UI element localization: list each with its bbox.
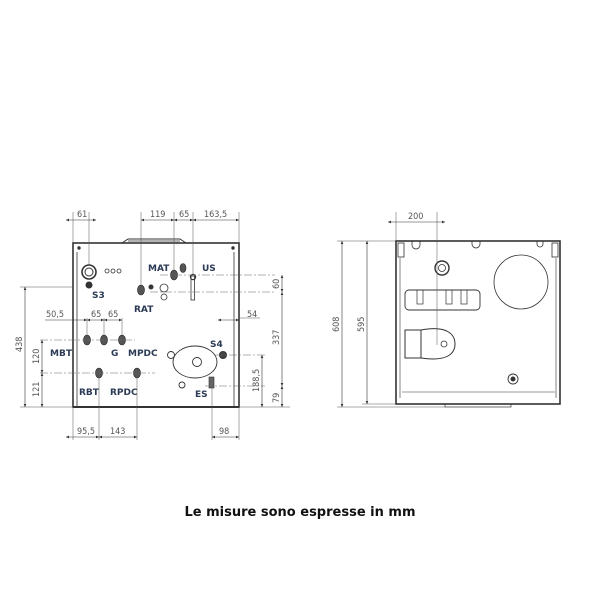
dim-50-5: 50,5 bbox=[46, 310, 64, 320]
label-s4: S4 bbox=[210, 340, 223, 350]
label-us: US bbox=[202, 264, 216, 274]
label-mbt: MBT bbox=[50, 349, 73, 359]
side-large-circle bbox=[493, 254, 549, 310]
label-g: G bbox=[111, 349, 118, 359]
s3-sensor bbox=[85, 281, 93, 289]
side-pump-inlet bbox=[404, 329, 422, 359]
label-mat: MAT bbox=[148, 264, 170, 274]
side-manifold bbox=[404, 289, 481, 311]
dim-121: 121 bbox=[32, 382, 42, 397]
dim-95-5: 95,5 bbox=[77, 427, 95, 437]
dim-98: 98 bbox=[219, 427, 229, 437]
front-view-labels: S3 MAT US RAT MBT G MPDC S4 RBT RPDC ES bbox=[50, 264, 223, 400]
es-fitting bbox=[208, 376, 215, 389]
label-mpdc: MPDC bbox=[128, 349, 158, 359]
label-rpdc: RPDC bbox=[110, 388, 138, 398]
dim-143: 143 bbox=[110, 427, 125, 437]
us-pipe bbox=[190, 275, 195, 301]
dim-163-5: 163,5 bbox=[204, 210, 227, 220]
dim-608: 608 bbox=[332, 317, 342, 332]
dim-54: 54 bbox=[247, 310, 257, 320]
dim-119: 119 bbox=[150, 210, 165, 220]
side-view-dimensions: 200 608 595 bbox=[332, 212, 423, 332]
label-es: ES bbox=[195, 390, 208, 400]
side-view bbox=[337, 212, 561, 408]
dim-200: 200 bbox=[408, 212, 423, 222]
mat-fitting bbox=[170, 263, 187, 281]
label-rat: RAT bbox=[134, 305, 154, 315]
dim-65-a: 65 bbox=[91, 310, 101, 320]
rat-fitting bbox=[137, 284, 145, 296]
front-view bbox=[20, 212, 290, 440]
dim-120: 120 bbox=[32, 349, 42, 364]
dim-65-b: 65 bbox=[108, 310, 118, 320]
dim-188-5: 188,5 bbox=[252, 369, 262, 392]
dim-65-top: 65 bbox=[179, 210, 189, 220]
side-flue-fitting bbox=[434, 260, 450, 276]
label-s3: S3 bbox=[92, 291, 105, 301]
front-view-dimensions: 61 119 65 163,5 50,5 65 65 54 438 120 12… bbox=[15, 210, 282, 437]
label-rbt: RBT bbox=[79, 388, 100, 398]
dim-595: 595 bbox=[357, 317, 367, 332]
dim-438: 438 bbox=[15, 337, 25, 352]
units-caption: Le misure sono espresse in mm bbox=[184, 505, 416, 520]
side-drain bbox=[507, 373, 519, 385]
dim-61: 61 bbox=[77, 210, 87, 220]
dim-337: 337 bbox=[272, 330, 282, 345]
dim-79: 79 bbox=[272, 393, 282, 403]
s3-flue-ring bbox=[81, 264, 97, 280]
dim-60: 60 bbox=[272, 279, 282, 289]
pump-body bbox=[172, 345, 218, 379]
